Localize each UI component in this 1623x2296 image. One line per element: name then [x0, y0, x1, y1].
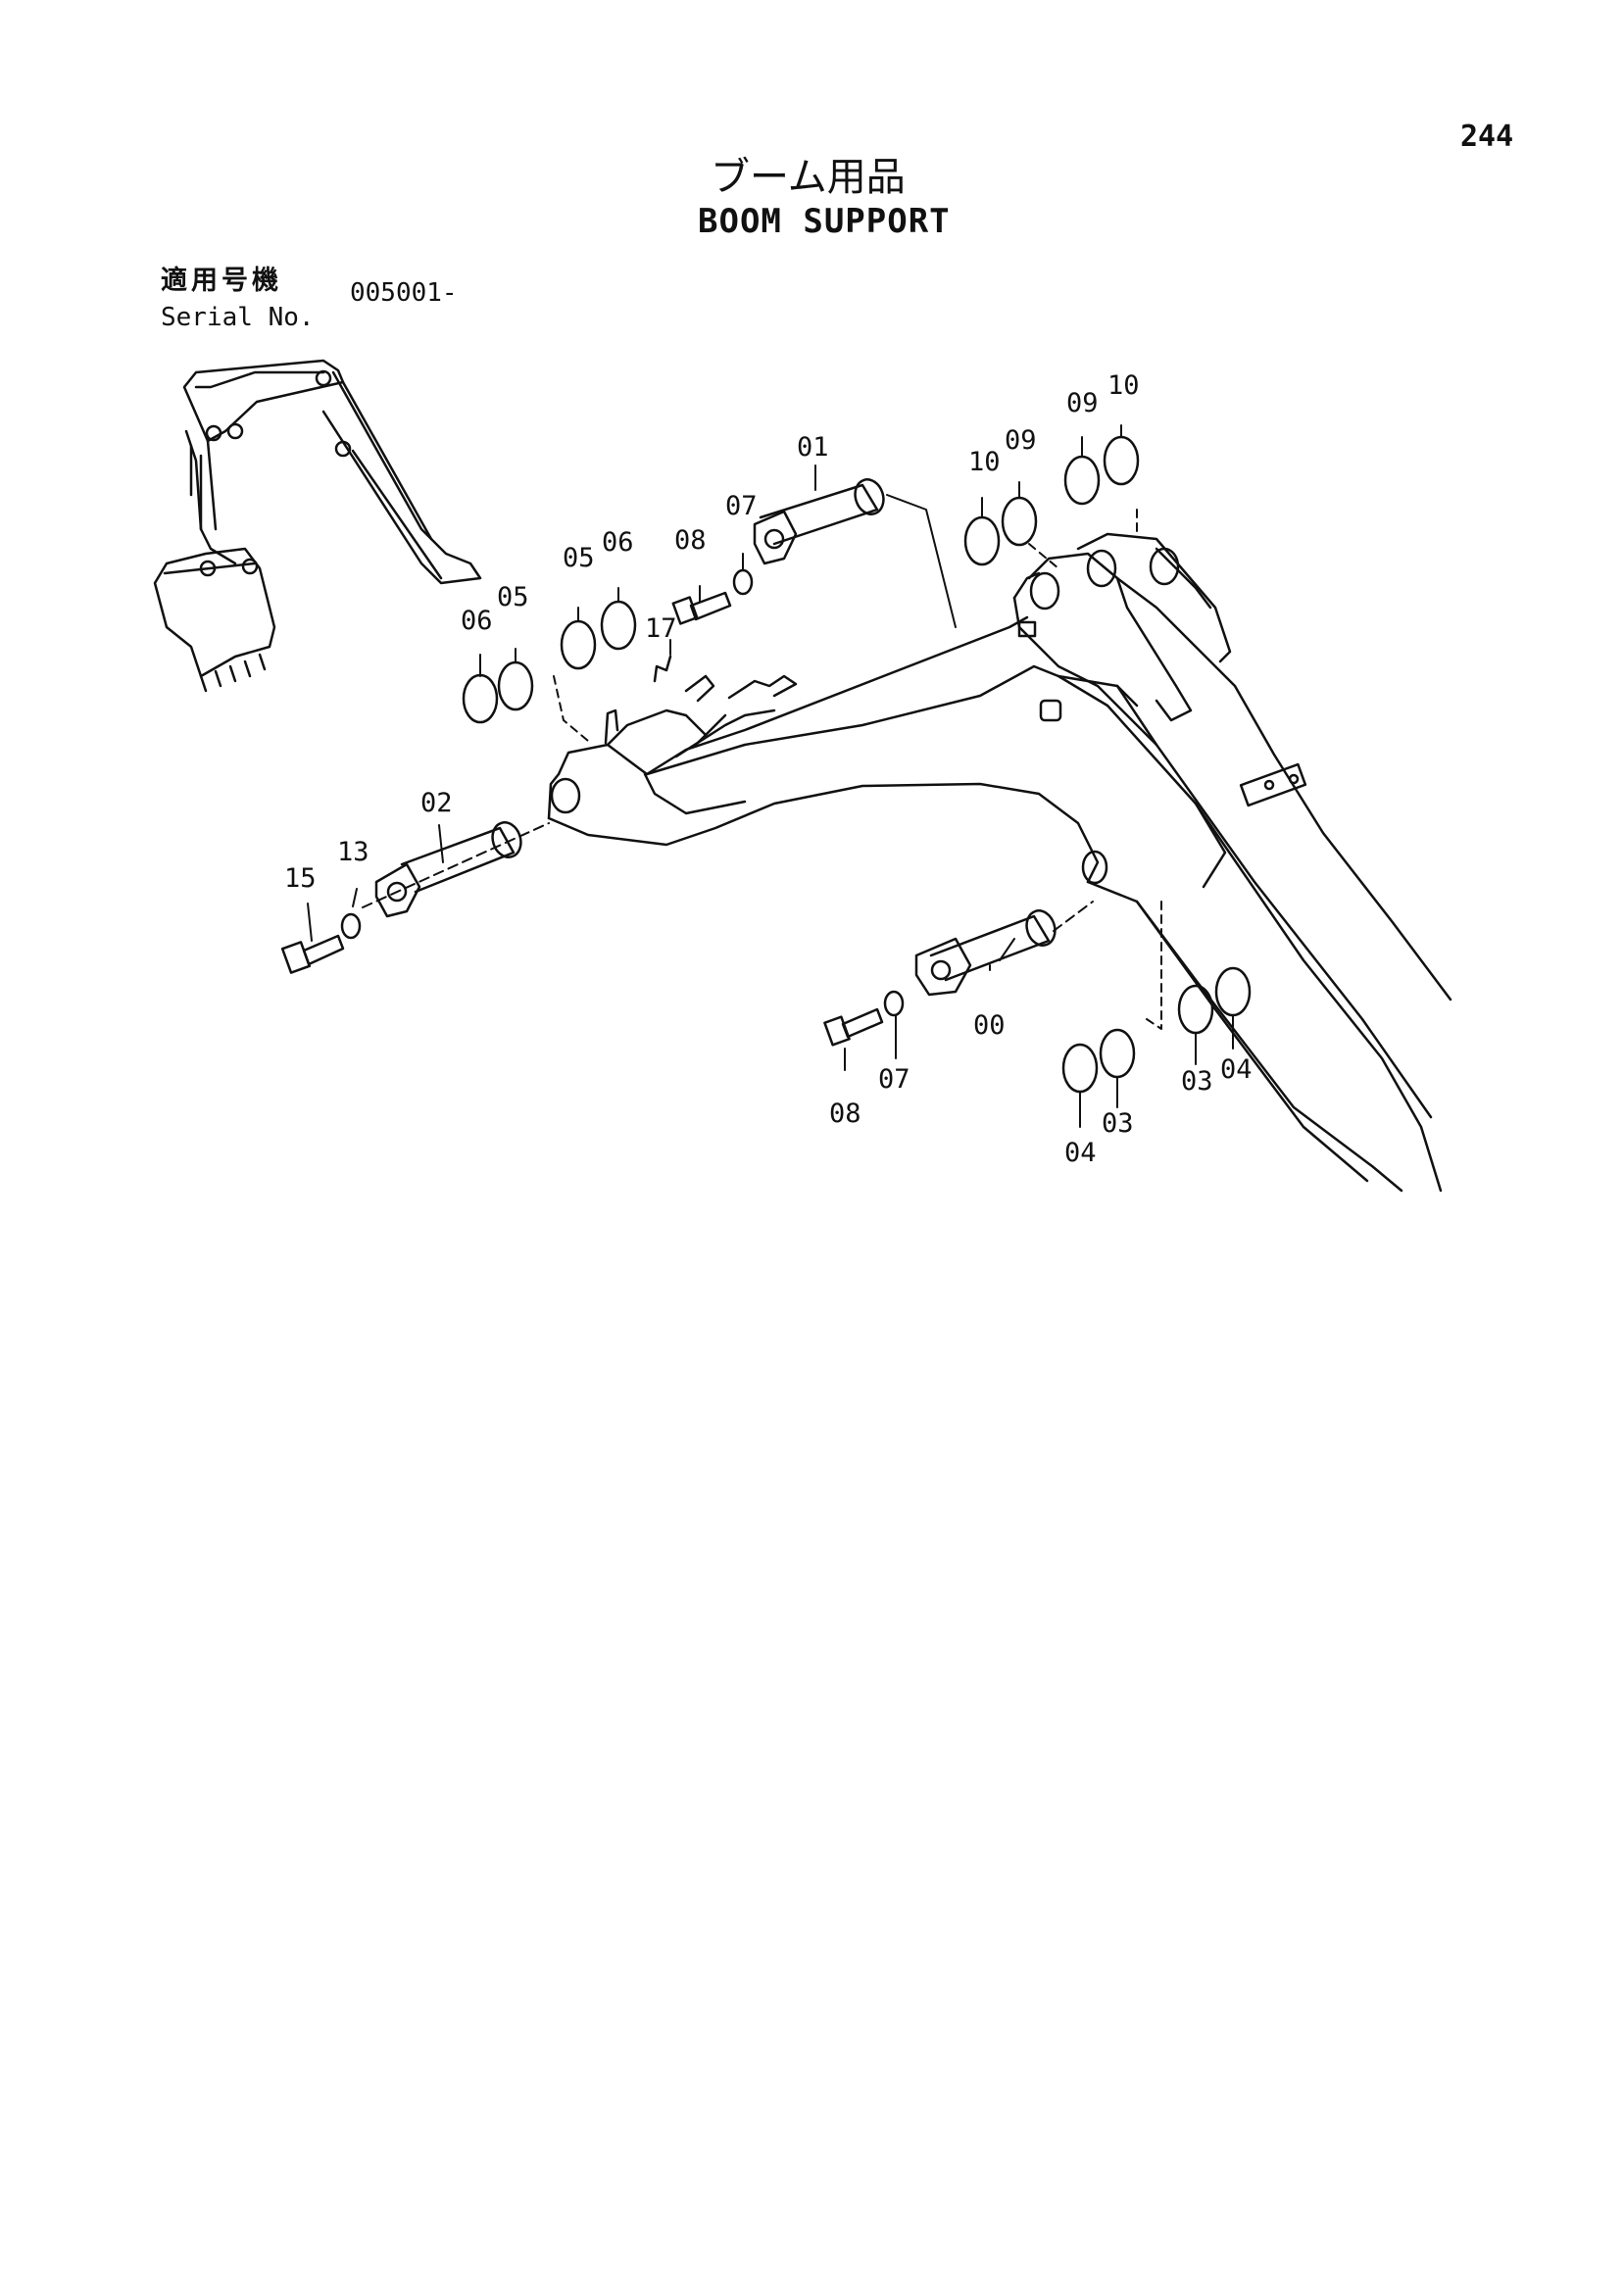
- washer-13: [340, 912, 362, 940]
- callout-13: 13: [337, 837, 369, 867]
- callout-17: 17: [645, 613, 677, 644]
- callout-04-right: 04: [1220, 1054, 1253, 1085]
- callout-03-right: 03: [1181, 1066, 1213, 1097]
- excavator-thumbnail: [153, 359, 482, 693]
- callout-10-right: 10: [1107, 370, 1140, 401]
- serial-label-english: Serial No.: [161, 303, 315, 332]
- callout-07-upper: 07: [725, 491, 758, 521]
- washer-07-lower: [883, 990, 905, 1017]
- shim-06-left: [462, 673, 499, 724]
- callout-03-left: 03: [1102, 1108, 1134, 1139]
- leader-lines: [307, 424, 1234, 1128]
- callout-02: 02: [420, 788, 453, 818]
- shim-06-mid: [600, 600, 637, 651]
- page-title-japanese: ブーム用品: [711, 155, 906, 200]
- bolt-15: [280, 934, 345, 974]
- shim-03-lower-left: [1099, 1028, 1136, 1079]
- shim-10-upper-right: [1103, 435, 1140, 486]
- boom-body: [547, 532, 1452, 1193]
- page-number: 244: [1460, 120, 1514, 154]
- callout-07-lower: 07: [878, 1064, 910, 1095]
- serial-label-block: 適用号機 Serial No.: [161, 259, 315, 332]
- callout-09-right: 09: [1066, 388, 1099, 418]
- serial-number-value: 005001-: [350, 278, 458, 308]
- shim-04-lower-right: [1214, 966, 1252, 1017]
- callout-15: 15: [284, 863, 317, 894]
- bolt-08-lower: [823, 1007, 884, 1047]
- pin-17: [653, 655, 672, 683]
- callout-05-mid: 05: [563, 543, 595, 573]
- shim-09-upper-right: [1063, 455, 1101, 506]
- callout-10-left: 10: [968, 447, 1001, 477]
- bolt-08-upper: [671, 591, 732, 625]
- callout-08-upper: 08: [674, 525, 707, 556]
- callout-00: 00: [973, 1010, 1006, 1041]
- shim-03-lower-right: [1177, 984, 1214, 1035]
- pin-02: [374, 821, 522, 918]
- page-title-english: BOOM SUPPORT: [698, 202, 951, 241]
- callout-04-left: 04: [1064, 1138, 1097, 1168]
- washer-07-upper: [732, 568, 754, 596]
- pin-00: [914, 909, 1057, 997]
- shim-04-lower-left: [1061, 1043, 1099, 1094]
- callout-labels: 01 02 00 03 03 04 04 05 05 06 06 07 07 0…: [284, 370, 1253, 1168]
- shim-05-mid: [560, 619, 597, 670]
- shim-10-upper-left: [963, 515, 1001, 566]
- callout-05-left: 05: [497, 582, 529, 612]
- callout-09-left: 09: [1005, 425, 1037, 456]
- serial-label-japanese: 適用号機: [161, 266, 282, 296]
- callout-08-lower: 08: [829, 1099, 861, 1129]
- shim-05-left: [497, 660, 534, 711]
- pin-01: [753, 478, 885, 565]
- callout-06-left: 06: [461, 606, 493, 636]
- shim-09-upper-left: [1001, 496, 1038, 547]
- callout-01: 01: [797, 432, 829, 463]
- callout-06-mid: 06: [602, 527, 634, 558]
